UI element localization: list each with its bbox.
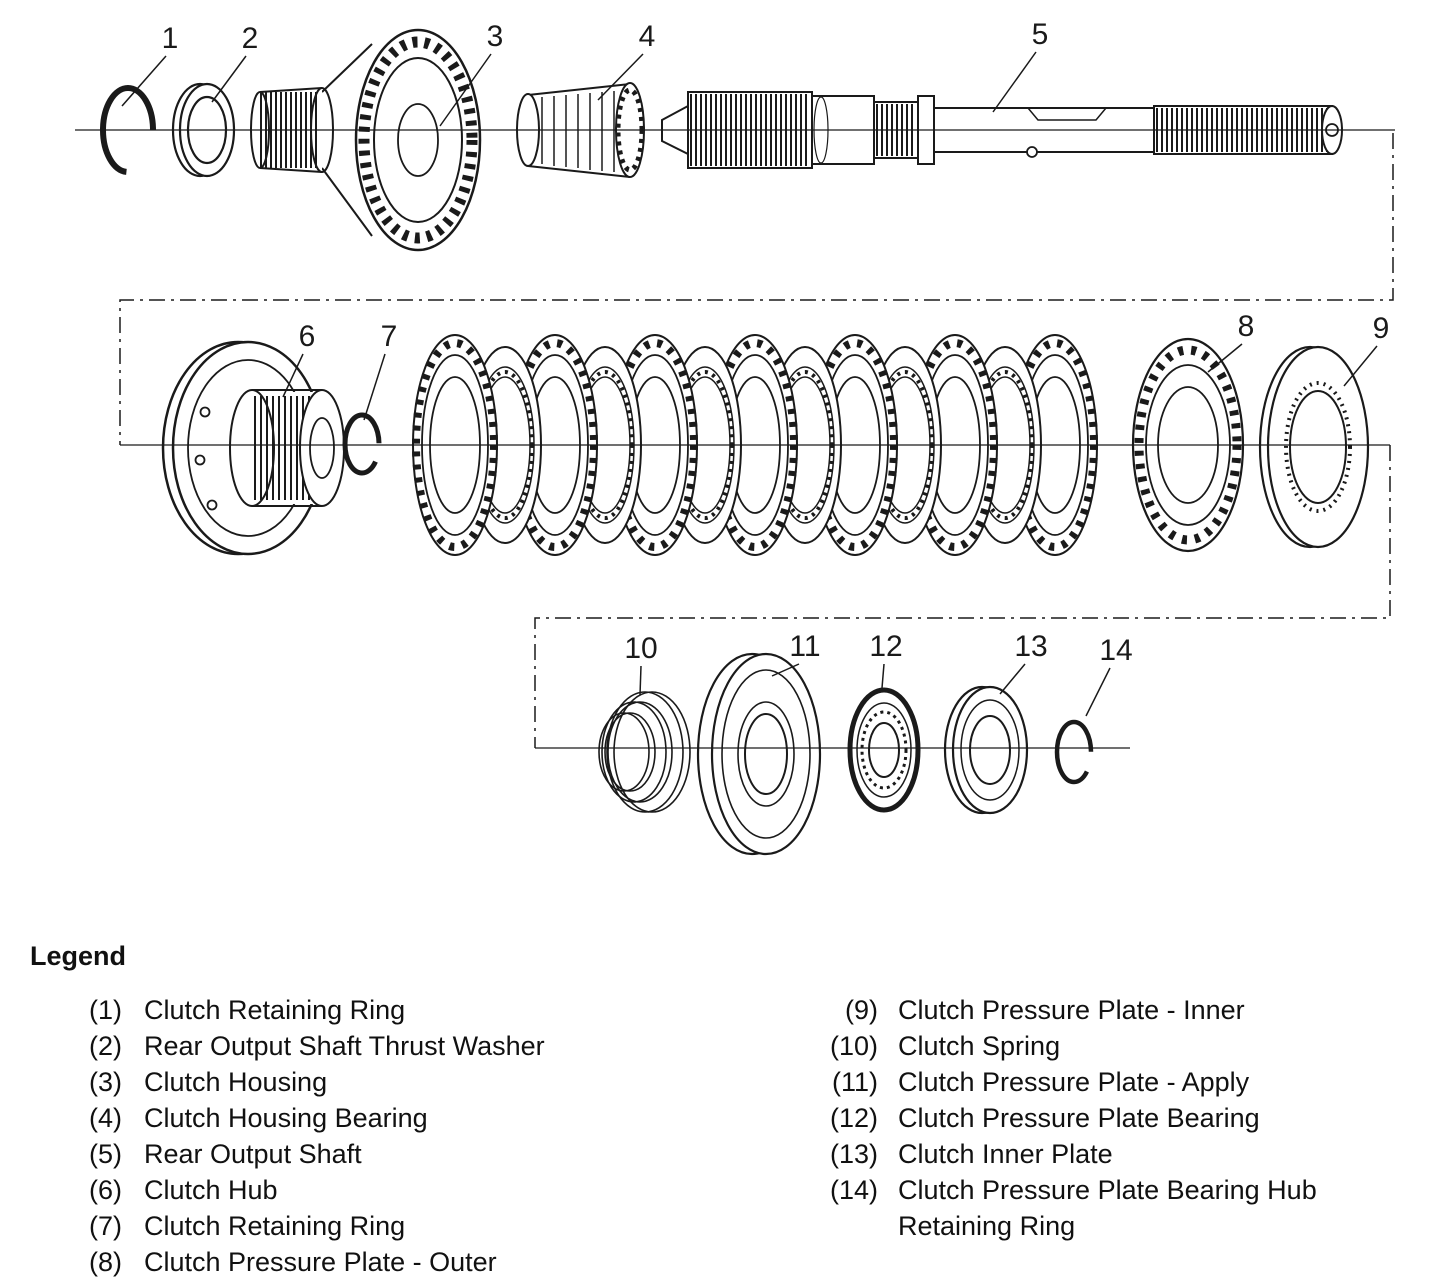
legend-label: Clutch Inner Plate <box>898 1139 1113 1169</box>
callout-1: 1 <box>162 22 179 55</box>
callout-14: 14 <box>1099 634 1132 667</box>
assembly-connectors <box>119 133 1394 748</box>
callout-12: 12 <box>869 630 902 663</box>
bearing-rollers <box>541 91 615 172</box>
callout-8: 8 <box>1238 310 1255 343</box>
part-11-pressure-plate-apply <box>696 652 822 856</box>
callout-6: 6 <box>299 320 316 353</box>
legend-item-8: (8) Clutch Pressure Plate - Outer <box>60 1244 800 1280</box>
connector-middle-to-bottom <box>534 445 1391 748</box>
legend-item-13: (13) Clutch Inner Plate <box>800 1136 1440 1172</box>
legend-columns: (1) Clutch Retaining Ring (2) Rear Output … <box>0 992 1440 1280</box>
legend-label: Clutch Hub <box>144 1175 278 1205</box>
legend-label: Clutch Retaining Ring <box>144 1211 406 1241</box>
legend-label: Clutch Pressure Plate - Inner <box>898 995 1245 1025</box>
part-9-pressure-plate-inner <box>1258 345 1370 549</box>
legend-item-11: (11) Clutch Pressure Plate - Apply <box>800 1064 1440 1100</box>
legend-item-7: (7) Clutch Retaining Ring <box>60 1208 800 1244</box>
callout-10: 10 <box>624 632 657 665</box>
legend-item-10: (10) Clutch Spring <box>800 1028 1440 1064</box>
legend-num: (1) <box>89 995 122 1025</box>
legend-title: Legend <box>30 941 127 971</box>
part-13-clutch-inner-plate <box>943 685 1029 815</box>
part-3-clutch-housing <box>250 28 482 252</box>
part-14-retaining-ring <box>1054 719 1094 785</box>
callout-leaders <box>121 51 1378 717</box>
legend-num: (6) <box>89 1175 122 1205</box>
callout-13: 13 <box>1014 630 1047 663</box>
legend-num: (14) <box>829 1175 878 1205</box>
legend-item-5: (5) Rear Output Shaft <box>60 1136 800 1172</box>
legend-label: Clutch Housing Bearing <box>144 1103 428 1133</box>
legend-label: Clutch Housing <box>144 1067 328 1097</box>
hub-spline-barrel <box>229 389 345 507</box>
callout-9: 9 <box>1373 312 1390 345</box>
legend-label: Rear Output Shaft Thrust Washer <box>144 1031 545 1061</box>
legend-num: (13) <box>829 1139 878 1169</box>
legend-item-1: (1) Clutch Retaining Ring <box>60 992 800 1028</box>
callout-11: 11 <box>789 630 820 663</box>
legend-label: Clutch Pressure Plate Bearing <box>898 1103 1260 1133</box>
callout-numbers: 1 2 3 4 5 6 7 8 9 10 11 12 13 14 <box>162 18 1390 667</box>
legend-label: Clutch Pressure Plate Bearing Hub Retain… <box>898 1175 1317 1241</box>
legend-num: (10) <box>829 1031 878 1061</box>
exploded-diagram: 1 2 3 4 5 6 7 8 9 10 11 12 13 14 <box>75 18 1395 856</box>
legend-num: (9) <box>845 995 878 1025</box>
part-12-pressure-plate-bearing <box>847 687 921 813</box>
legend: Legend (1) Clutch Retaining Ring (2) Rear … <box>0 910 1440 1280</box>
part-7-clutch-retaining-ring <box>342 412 382 476</box>
legend-item-6: (6) Clutch Hub <box>60 1172 800 1208</box>
legend-item-2: (2) Rear Output Shaft Thrust Washer <box>60 1028 800 1064</box>
centerlines <box>75 129 1395 749</box>
legend-num: (11) <box>831 1067 878 1097</box>
legend-item-14: (14) Clutch Pressure Plate Bearing Hub Re… <box>800 1172 1440 1244</box>
legend-item-9: (9) Clutch Pressure Plate - Inner <box>800 992 1440 1028</box>
connector-top-to-middle <box>119 133 1394 445</box>
callout-7: 7 <box>381 320 398 353</box>
callout-3: 3 <box>487 20 504 53</box>
legend-label: Clutch Pressure Plate - Outer <box>144 1247 497 1277</box>
legend-num: (12) <box>829 1103 878 1133</box>
callout-5: 5 <box>1032 18 1049 51</box>
legend-item-3: (3) Clutch Housing <box>60 1064 800 1100</box>
legend-num: (4) <box>89 1103 122 1133</box>
callout-2: 2 <box>242 22 259 55</box>
legend-num: (2) <box>89 1031 122 1061</box>
legend-num: (7) <box>89 1211 122 1241</box>
legend-num: (8) <box>89 1247 122 1277</box>
legend-label: Clutch Spring <box>898 1031 1061 1061</box>
part-10-clutch-spring <box>598 691 691 813</box>
callout-4: 4 <box>639 20 656 53</box>
legend-label: Clutch Pressure Plate - Apply <box>898 1067 1250 1097</box>
legend-item-12: (12) Clutch Pressure Plate Bearing <box>800 1100 1440 1136</box>
legend-item-4: (4) Clutch Housing Bearing <box>60 1100 800 1136</box>
part-6-clutch-hub <box>161 340 345 556</box>
legend-num: (3) <box>89 1067 122 1097</box>
legend-column-right: (9) Clutch Pressure Plate - Inner (10) Clu… <box>800 992 1440 1280</box>
legend-num: (5) <box>89 1139 122 1169</box>
legend-label: Clutch Retaining Ring <box>144 995 406 1025</box>
legend-column-left: (1) Clutch Retaining Ring (2) Rear Output … <box>60 992 800 1280</box>
legend-label: Rear Output Shaft <box>144 1139 362 1169</box>
